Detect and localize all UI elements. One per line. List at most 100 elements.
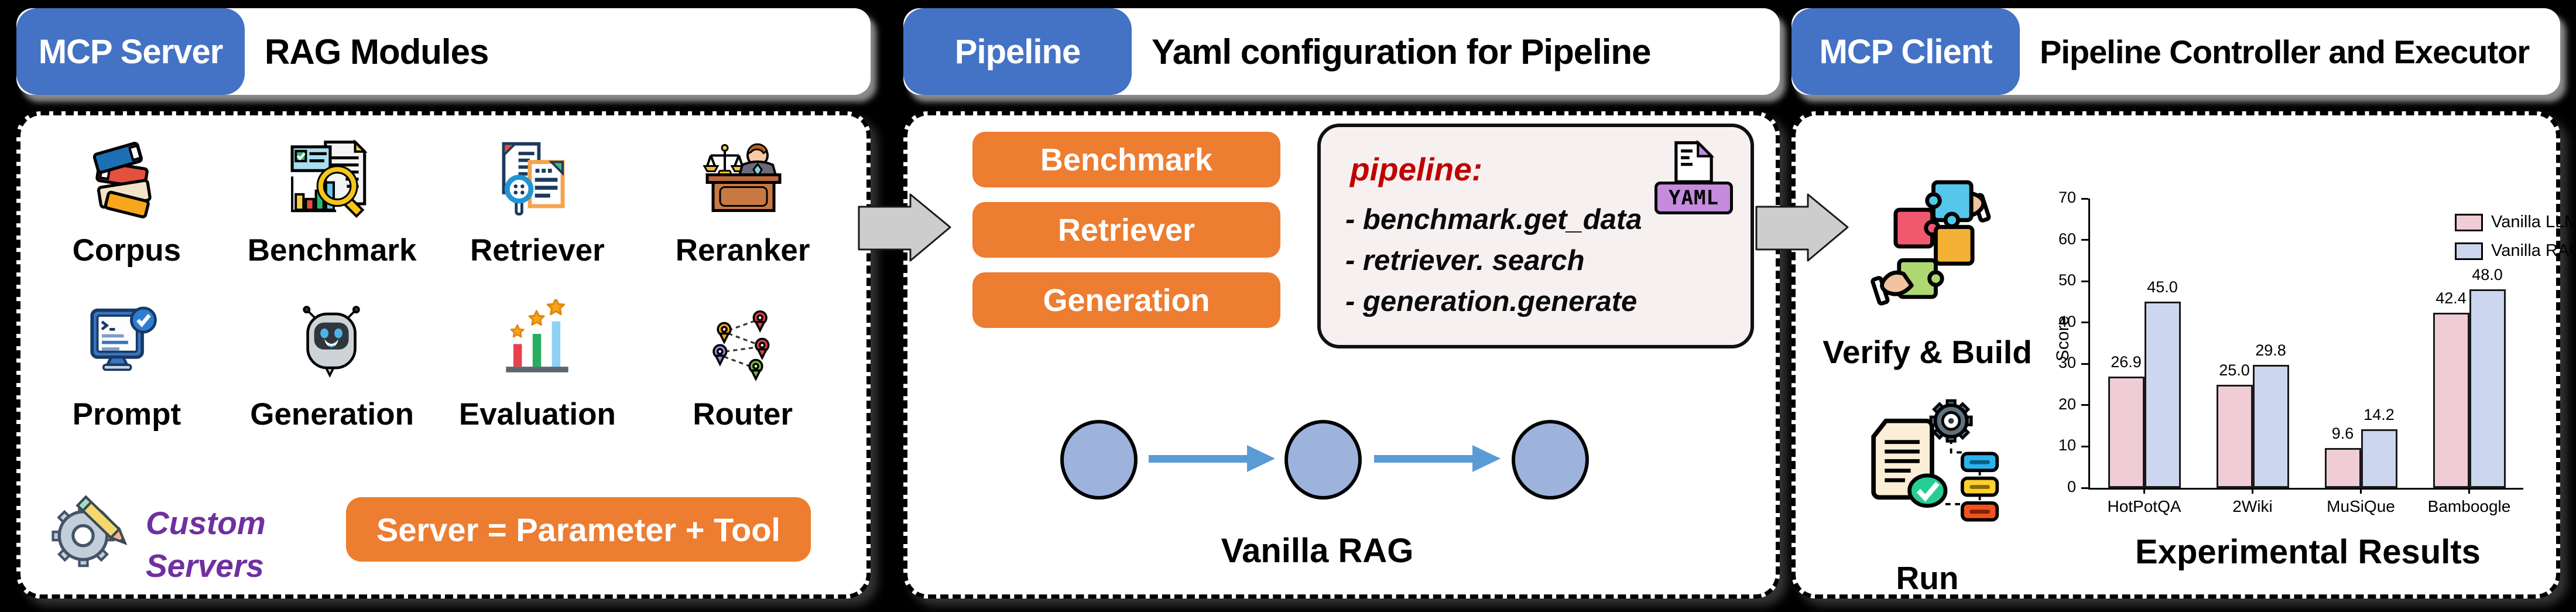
flow-node-3 <box>1512 420 1589 500</box>
panel-arrow-1 <box>858 193 951 262</box>
module-generation: Generation <box>229 299 435 463</box>
bar <box>2324 448 2361 488</box>
module-label: Corpus <box>72 233 181 268</box>
flow-node-1 <box>1060 420 1138 500</box>
module-label: Router <box>693 397 793 432</box>
yaml-config-box: pipeline: - benchmark.get_data - retriev… <box>1317 124 1754 348</box>
y-tick-mark <box>2081 404 2088 406</box>
module-corpus: Corpus <box>24 135 229 299</box>
module-evaluation: Evaluation <box>435 299 640 463</box>
yaml-line-benchmark: - benchmark.get_data <box>1345 204 1642 235</box>
legend-swatch <box>2455 242 2483 260</box>
y-tick-label: 50 <box>2058 271 2076 289</box>
module-prompt: Prompt <box>24 299 229 463</box>
puzzle-hands-icon <box>1865 172 2002 315</box>
y-tick-mark <box>2081 487 2088 489</box>
y-tick-label: 30 <box>2058 354 2076 372</box>
x-tick-label: MuSiQue <box>2327 497 2395 515</box>
chart-title: Experimental Results <box>2135 533 2481 571</box>
stage-benchmark: Benchmark <box>972 132 1280 187</box>
yaml-line-retriever: - retriever. search <box>1345 245 1585 276</box>
module-label: Retriever <box>470 233 605 268</box>
mcp-client-body: Verify & Build <box>1791 111 2576 599</box>
legend-label: Vanilla LLM <box>2491 213 2576 231</box>
flow-arrow-2 <box>1374 445 1501 472</box>
robot-icon <box>292 299 372 388</box>
server-formula-pill: Server = Parameter + Tool <box>346 497 811 562</box>
yaml-pipeline-keyword: pipeline: <box>1350 151 1483 187</box>
bar-value-label: 45.0 <box>2147 278 2178 296</box>
bar <box>2144 302 2181 488</box>
pipeline-panel: Pipeline Yaml configuration for Pipeline… <box>903 8 1780 599</box>
panel-arrow-2 <box>1755 193 1849 262</box>
y-tick-mark <box>2081 197 2088 200</box>
x-tick-label: Bamboogle <box>2427 497 2511 515</box>
module-retriever: Retriever <box>435 135 640 299</box>
y-tick-label: 70 <box>2058 189 2076 206</box>
pipeline-body: Benchmark Retriever Generation pipeline:… <box>903 111 1780 599</box>
run-label: Run <box>1896 560 1959 596</box>
legend-row: Vanilla RAG <box>2455 241 2576 261</box>
bar <box>2216 384 2253 488</box>
module-label: Evaluation <box>458 397 616 432</box>
x-tick-label: 2Wiki <box>2232 497 2273 515</box>
bar-value-label: 29.8 <box>2255 341 2286 359</box>
y-tick-label: 40 <box>2058 312 2076 330</box>
bar-value-label: 25.0 <box>2219 361 2250 379</box>
mcp-client-title: Pipeline Controller and Executor <box>2040 33 2530 70</box>
mcp-client-badge: MCP Client <box>1791 8 2020 95</box>
rising-bars-stars-icon <box>495 299 580 388</box>
report-magnifier-icon <box>287 135 376 224</box>
module-label: Generation <box>250 397 415 432</box>
bar <box>2469 289 2506 488</box>
legend-label: Vanilla RAG <box>2491 241 2576 260</box>
bar-value-label: 14.2 <box>2363 405 2395 423</box>
rag-modules-grid: Corpus <box>24 135 845 463</box>
bar <box>2433 312 2469 488</box>
module-label: Benchmark <box>247 233 417 268</box>
y-tick-label: 20 <box>2058 395 2076 413</box>
map-pins-network-icon <box>703 299 782 388</box>
y-tick-mark <box>2081 280 2088 282</box>
legend-swatch <box>2455 213 2483 231</box>
mcp-server-header: MCP Server RAG Modules <box>16 8 871 95</box>
vanilla-rag-label: Vanilla RAG <box>1221 532 1414 570</box>
books-stack-icon <box>80 135 173 224</box>
stage-retriever: Retriever <box>972 202 1280 258</box>
legend-row: Vanilla LLM <box>2455 213 2576 232</box>
gear-pencil-icon <box>49 495 136 576</box>
x-tick-mark <box>2252 488 2253 494</box>
bar <box>2252 364 2289 488</box>
y-tick-mark <box>2081 239 2088 241</box>
x-tick-label: HotPotQA <box>2107 497 2181 515</box>
flow-arrow-1 <box>1149 445 1275 472</box>
document-gear-flow-icon <box>1861 380 2002 541</box>
mcp-server-body: Corpus <box>16 111 871 599</box>
module-router: Router <box>640 299 845 463</box>
documents-search-icon <box>495 135 580 224</box>
y-tick-mark <box>2081 445 2088 447</box>
terminal-monitor-icon <box>85 299 167 388</box>
yaml-file-icon: YAML <box>1654 139 1733 214</box>
mcp-client-header: MCP Client Pipeline Controller and Execu… <box>1791 8 2560 95</box>
custom-label-line1: Custom <box>146 505 266 541</box>
bar-value-label: 48.0 <box>2472 266 2503 284</box>
y-tick-label: 60 <box>2058 230 2076 248</box>
mcp-server-panel: MCP Server RAG Modules <box>16 8 871 599</box>
module-benchmark: Benchmark <box>229 135 435 299</box>
yaml-banner-label: YAML <box>1654 182 1733 214</box>
custom-servers-label: Custom Servers <box>146 502 266 587</box>
stage-generation: Generation <box>972 272 1280 328</box>
x-tick-mark <box>2468 488 2470 494</box>
mcp-server-badge: MCP Server <box>16 8 245 95</box>
y-tick-label: 0 <box>2067 478 2076 495</box>
pipeline-header: Pipeline Yaml configuration for Pipeline <box>903 8 1780 95</box>
y-tick-mark <box>2081 363 2088 365</box>
bar-value-label: 26.9 <box>2111 353 2142 371</box>
module-reranker: Reranker <box>640 135 845 299</box>
verify-build-label: Verify & Build <box>1823 334 2032 370</box>
mcp-server-title: RAG Modules <box>265 32 489 71</box>
